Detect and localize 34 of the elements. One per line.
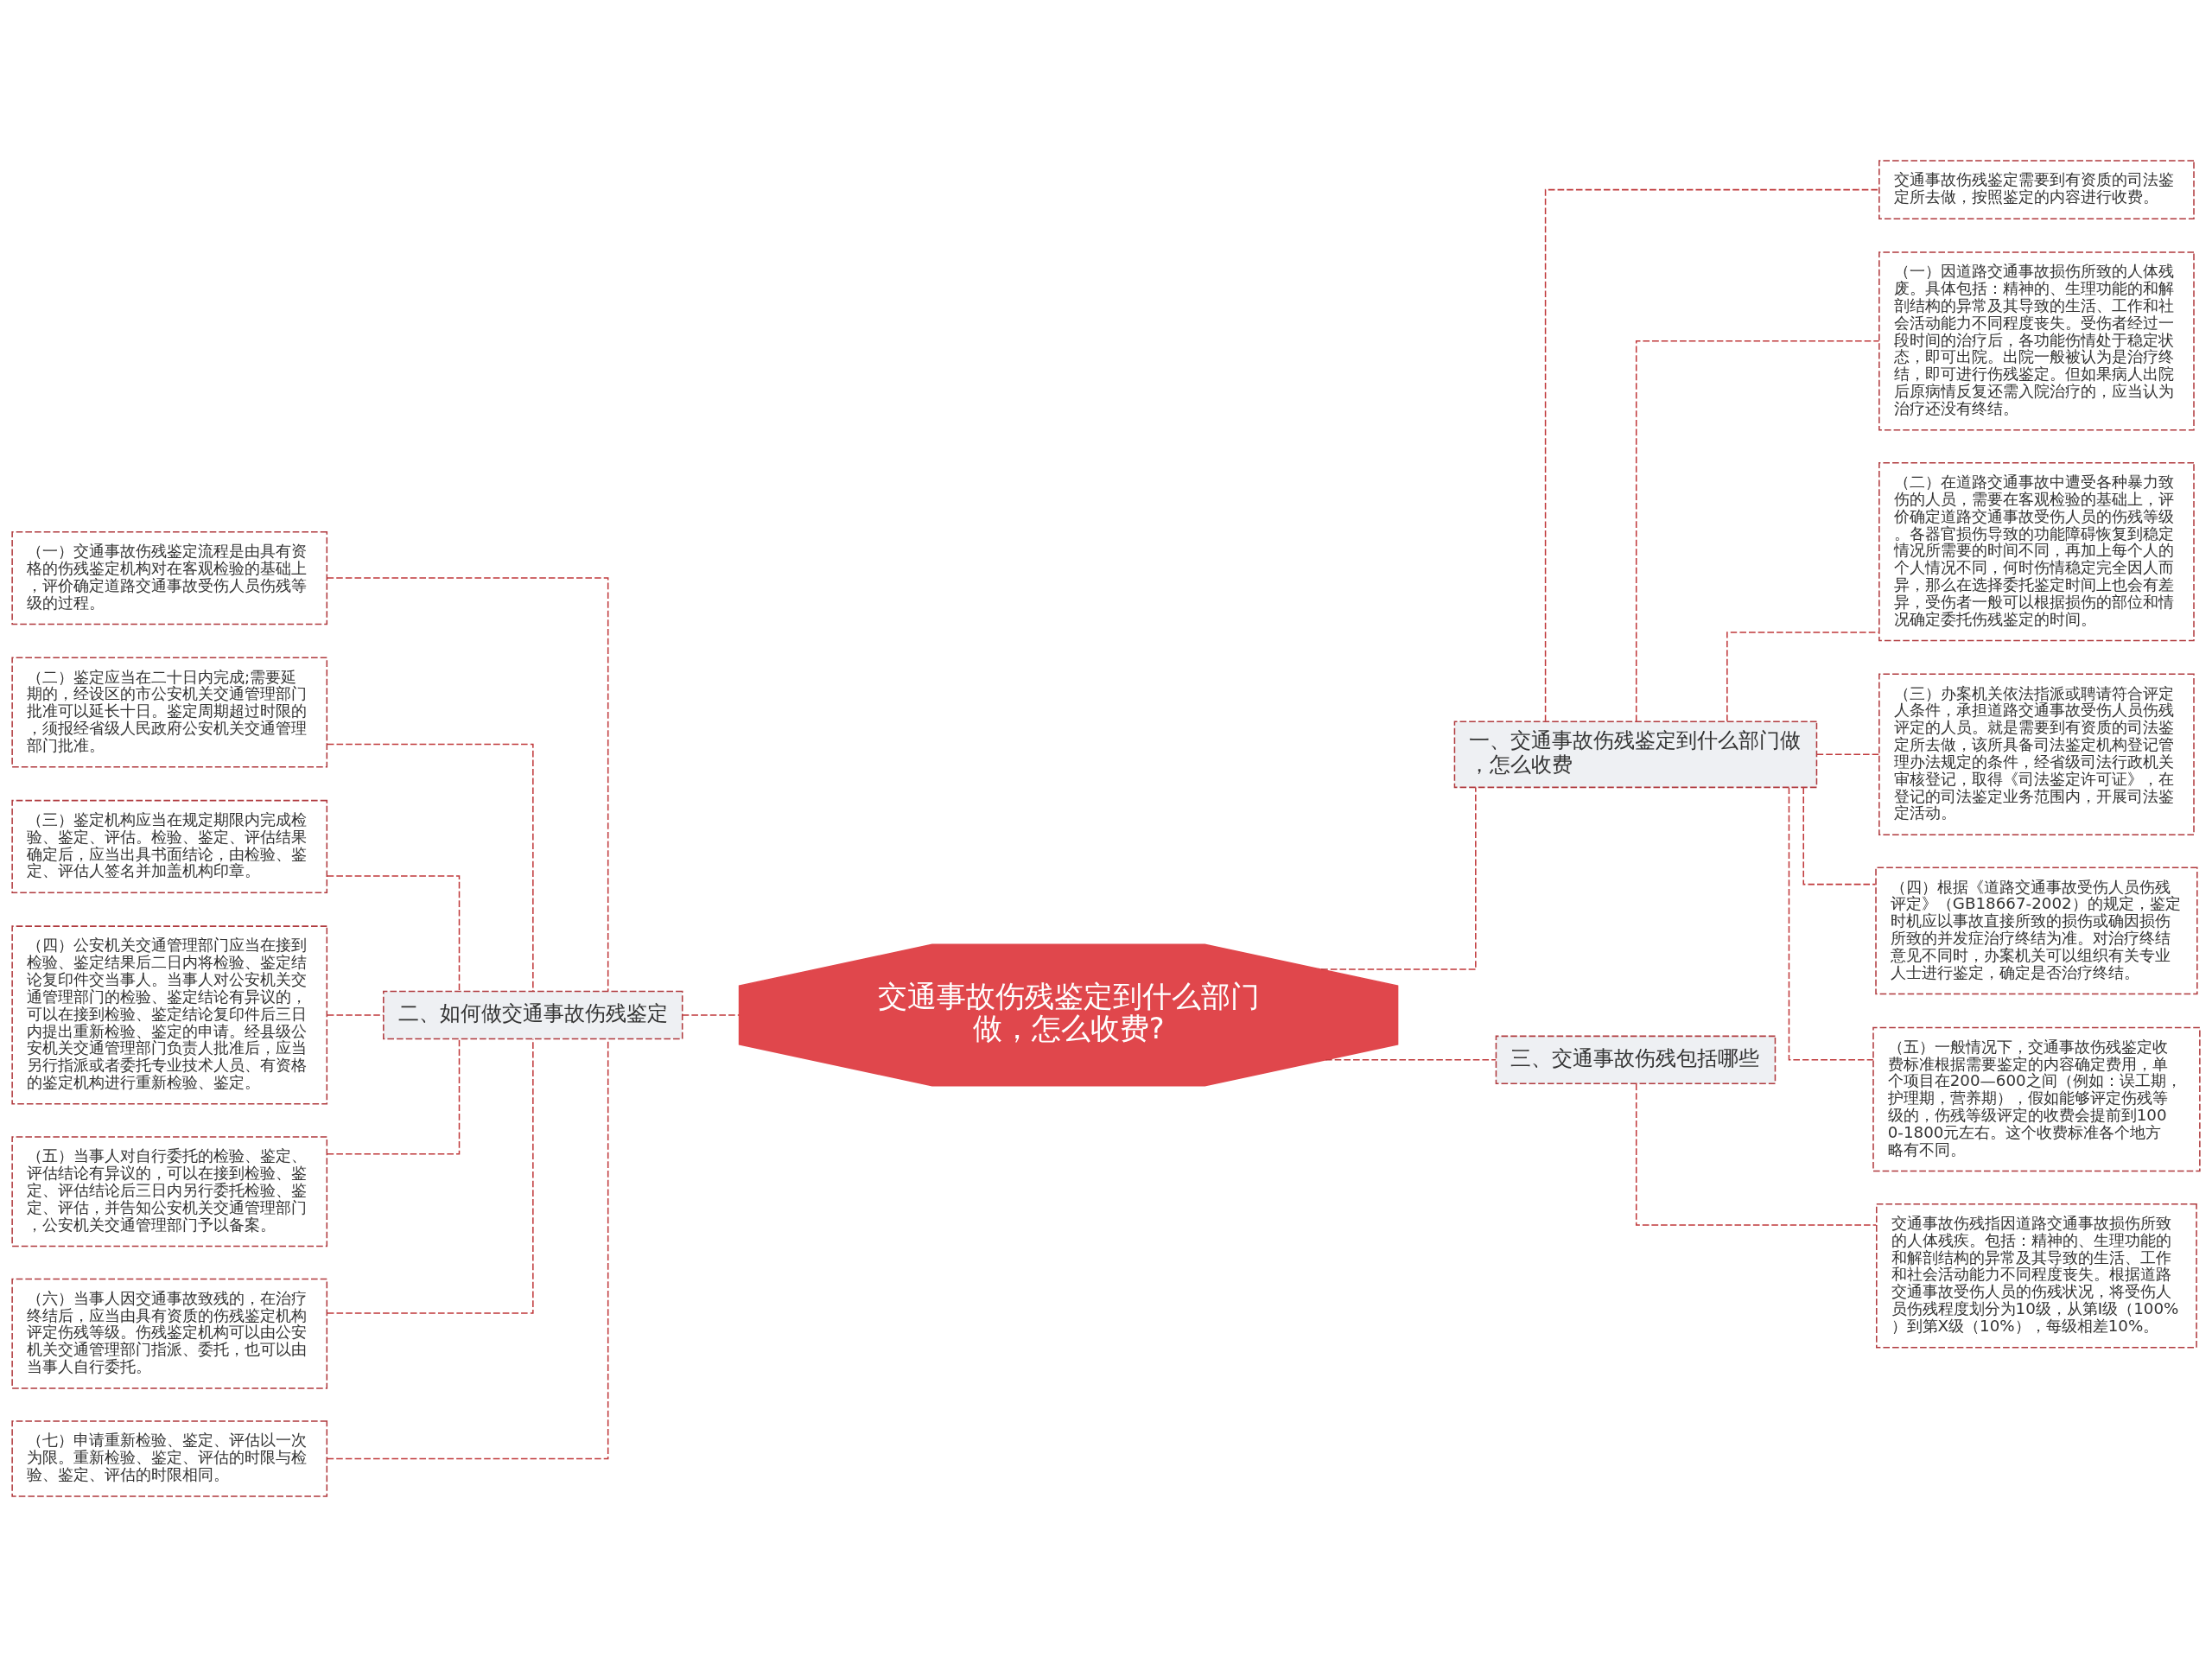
- node-box: （二）在道路交通事故中遭受各种暴力致伤的人员，需要在客观检验的基础上，评价确定道路交通事故受伤人员的伤残等级。各器官损伤导致的功能障碍恢复到稳定情况所需要的时间不同，再加上每个人的个人情况不同，何时伤情稳定完全因人而异，那么在选择委托鉴定时间上也会有差异，受伤者一般可以根据损伤的部位和情况确定委托伤残鉴定的时间。: [1878, 462, 2195, 642]
- node-box: 交通事故伤残鉴定需要到有资质的司法鉴定所去做，按照鉴定的内容进行收费。: [1878, 160, 2195, 219]
- node-box: （四）根据《道路交通事故受伤人员伤残评定》（GB18667-2002）的规定，鉴定时机应以事故直接所致的损伤或确因损伤所致的并发症治疗终结为准。对治疗终结意见不同时，办案机关可以组织有关专业人士进行鉴定，确定是否治疗终结。: [1875, 867, 2198, 995]
- connector: [1788, 787, 1874, 1061]
- node-box: 交通事故伤残指因道路交通事故损伤所致的人体残疾。包括：精神的、生理功能的和解剖结构的异常及其导致的生活、工作和社会活动能力不同程度丧失。根据道路交通事故受伤人员的伤残状况，将受伤人员伤残程度划分为10级，从第I级（100%）到第X级（10%），每级相差10%。: [1876, 1203, 2197, 1349]
- node-box: （六）当事人因交通事故致残的，在治疗终结后，应当由具有资质的伤残鉴定机构评定伤残等级。伤残鉴定机构可以由公安机关交通管理部门指派、委托，也可以由当事人自行委托。: [11, 1278, 328, 1389]
- node-box: （四）公安机关交通管理部门应当在接到检验、鉴定结果后二日内将检验、鉴定结论复印件交当事人。当事人对公安机关交通管理部门的检验、鉴定结论有异议的，可以在接到检验、鉴定结论复印件后三日内提出重新检验、鉴定的申请。经县级公安机关交通管理部门负责人批准后，应当另行指派或者委托专业技术人员、有资格的鉴定机构进行重新检验、鉴定。: [11, 925, 328, 1105]
- node-box: 一、交通事故伤残鉴定到什么部门做，怎么收费: [1453, 721, 1818, 789]
- connector: [327, 1038, 534, 1314]
- node-box: （一）因道路交通事故损伤所致的人体残废。具体包括：精神的、生理功能的和解剖结构的异常及其导致的生活、工作和社会活动能力不同程度丧失。受伤者经过一段时间的治疗后，各功能伤情处于稳定状态，即可出院。出院一般被认为是治疗终结，即可进行伤残鉴定。但如果病人出院后原病情反复还需入院治疗的，应当认为治疗还没有终结。: [1878, 251, 2195, 431]
- connector: [1726, 632, 1880, 722]
- connector: [327, 743, 534, 992]
- node-box: （五）当事人对自行委托的检验、鉴定、评估结论有异议的，可以在接到检验、鉴定、评估结论后三日内另行委托检验、鉴定、评估，并告知公安机关交通管理部门，公安机关交通管理部门予以备案。: [11, 1136, 328, 1248]
- connector: [682, 1014, 741, 1016]
- connector: [1320, 786, 1477, 970]
- connector: [326, 577, 609, 992]
- node-box: （七）申请重新检验、鉴定、评估以一次为限。重新检验、鉴定、评估的时限与检验、鉴定、评估的时限相同。: [11, 1420, 328, 1497]
- connector: [1635, 1082, 1877, 1226]
- connector: [326, 1038, 609, 1460]
- connector: [327, 1014, 385, 1016]
- connector: [326, 875, 461, 992]
- node-box: 三、交通事故伤残包括哪些: [1495, 1035, 1777, 1084]
- connector: [1802, 786, 1877, 886]
- node-box: 二、如何做交通事故伤残鉴定: [383, 990, 683, 1040]
- connector: [1635, 340, 1880, 722]
- node-box: （三）鉴定机构应当在规定期限内完成检验、鉴定、评估。检验、鉴定、评估结果确定后，应当出具书面结论，由检验、鉴定、评估人签名并加盖机构印章。: [11, 799, 328, 894]
- connector: [1815, 753, 1880, 756]
- node-box: （一）交通事故伤残鉴定流程是由具有资格的伤残鉴定机构对在客观检验的基础上，评价确定道路交通事故受伤人员伤残等级的过程。: [11, 531, 328, 625]
- node-box: （五）一般情况下，交通事故伤残鉴定收费标准根据需要鉴定的内容确定费用，单个项目在200—600之间（例如：误工期，护理期，营养期），假如能够评定伤残等级的，伤残等级评定的收费会提前到1000-1800元左右。这个收费标准各个地方略有不同。: [1872, 1026, 2201, 1172]
- connector: [1544, 188, 1880, 722]
- connector: [1325, 1059, 1497, 1061]
- node-box: （三）办案机关依法指派或聘请符合评定人条件，承担道路交通事故受伤人员伤残评定的人员。就是需要到有资质的司法鉴定所去做，该所具备司法鉴定机构登记管理办法规定的条件，经省级司法行政机关审核登记，取得《司法鉴定许可证》，在登记的司法鉴定业务范围内，开展司法鉴定活动。: [1878, 673, 2195, 835]
- node-box: （二）鉴定应当在二十日内完成;需要延期的，经设区的市公安机关交通管理部门批准可以延长十日。鉴定周期超过时限的，须报经省级人民政府公安机关交通管理部门批准。: [11, 657, 328, 768]
- connector: [326, 1038, 461, 1155]
